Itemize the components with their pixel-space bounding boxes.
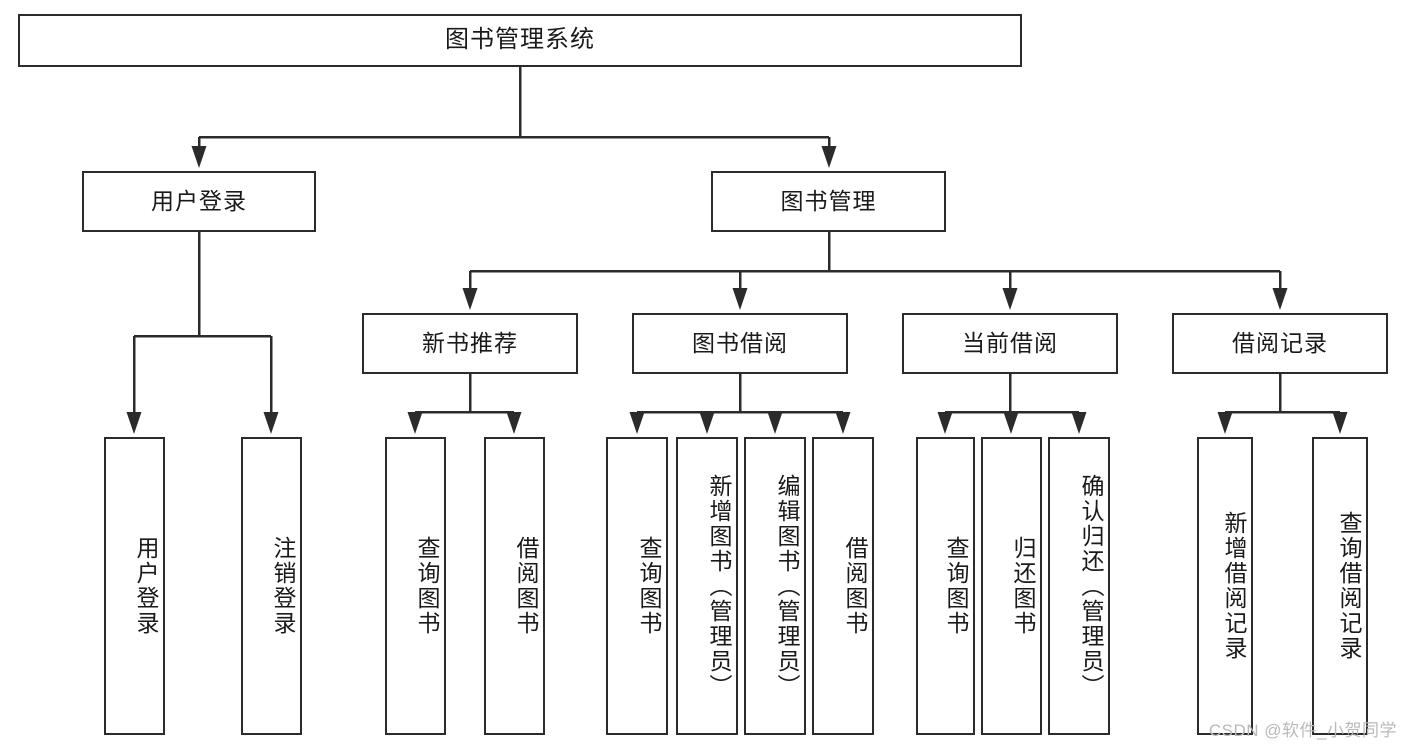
node-book-management-system[interactable]: 图书管理系统 [18, 14, 1022, 67]
arrowhead-current-borrow-to-leaves-2 [1071, 412, 1087, 434]
arrowhead-root-to-l1-1 [821, 146, 837, 168]
arrowhead-book-borrow-to-leaves-1 [699, 412, 715, 434]
node-label: 当前借阅 [962, 329, 1058, 356]
node-label: 注销登录 [270, 536, 296, 636]
node-label: 新增图书（管理员） [706, 473, 732, 699]
node-leaf-add-record[interactable]: 新增借阅记录 [1197, 437, 1253, 735]
node-leaf-edit-book[interactable]: 编辑图书（管理员） [744, 437, 806, 735]
arrowhead-book-management-to-l2-1 [732, 288, 748, 310]
node-leaf-query-book-2[interactable]: 查询图书 [606, 437, 668, 735]
node-label: 查询图书 [943, 536, 969, 636]
node-label: 借阅图书 [513, 536, 539, 636]
node-label: 编辑图书（管理员） [774, 473, 800, 699]
arrowhead-new-book-to-leaves-0 [407, 412, 423, 434]
node-leaf-add-book[interactable]: 新增图书（管理员） [676, 437, 738, 735]
node-leaf-logout[interactable]: 注销登录 [241, 437, 302, 735]
node-label: 确认归还（管理员） [1078, 473, 1104, 699]
node-label: 归还图书 [1010, 536, 1036, 636]
node-leaf-borrow-book-1[interactable]: 借阅图书 [484, 437, 545, 735]
node-leaf-query-record[interactable]: 查询借阅记录 [1312, 437, 1368, 735]
node-label: 查询借阅记录 [1336, 511, 1362, 661]
node-label: 借阅图书 [842, 536, 868, 636]
node-label: 新增借阅记录 [1221, 511, 1247, 661]
node-leaf-query-book-3[interactable]: 查询图书 [916, 437, 975, 735]
node-label: 图书借阅 [692, 329, 788, 356]
arrowhead-book-management-to-l2-3 [1272, 288, 1288, 310]
node-current-borrow[interactable]: 当前借阅 [902, 313, 1118, 374]
arrowhead-user-login-to-leaves-1 [263, 412, 279, 434]
node-book-borrow[interactable]: 图书借阅 [632, 313, 848, 374]
arrowhead-new-book-to-leaves-1 [506, 412, 522, 434]
node-user-login[interactable]: 用户登录 [82, 171, 316, 232]
arrowhead-book-borrow-to-leaves-0 [629, 412, 645, 434]
arrowhead-current-borrow-to-leaves-1 [1003, 412, 1019, 434]
node-label: 图书管理系统 [445, 26, 595, 54]
node-leaf-query-book-1[interactable]: 查询图书 [385, 437, 446, 735]
node-leaf-confirm-return[interactable]: 确认归还（管理员） [1048, 437, 1110, 735]
arrowhead-borrow-record-to-leaves-0 [1217, 412, 1233, 434]
node-label: 新书推荐 [422, 329, 518, 356]
node-label: 查询图书 [636, 536, 662, 636]
node-label: 图书管理 [780, 187, 877, 214]
arrowhead-book-borrow-to-leaves-2 [767, 412, 783, 434]
node-leaf-return-book[interactable]: 归还图书 [981, 437, 1042, 735]
node-new-book-recommend[interactable]: 新书推荐 [362, 313, 578, 374]
arrowhead-current-borrow-to-leaves-0 [937, 412, 953, 434]
arrowhead-user-login-to-leaves-0 [126, 412, 142, 434]
node-leaf-user-login[interactable]: 用户登录 [104, 437, 165, 735]
node-borrow-record[interactable]: 借阅记录 [1172, 313, 1388, 374]
arrowhead-borrow-record-to-leaves-1 [1332, 412, 1348, 434]
node-leaf-borrow-book-2[interactable]: 借阅图书 [812, 437, 874, 735]
node-book-management[interactable]: 图书管理 [711, 171, 946, 232]
node-label: 借阅记录 [1232, 329, 1328, 356]
node-label: 查询图书 [414, 536, 440, 636]
node-label: 用户登录 [151, 187, 247, 214]
arrowhead-book-borrow-to-leaves-3 [835, 412, 851, 434]
node-label: 用户登录 [133, 536, 159, 636]
arrowhead-root-to-l1-0 [191, 146, 207, 168]
arrowhead-book-management-to-l2-0 [462, 288, 478, 310]
arrowhead-book-management-to-l2-2 [1002, 288, 1018, 310]
watermark-text: CSDN @软件_小贺同学 [1208, 721, 1397, 740]
